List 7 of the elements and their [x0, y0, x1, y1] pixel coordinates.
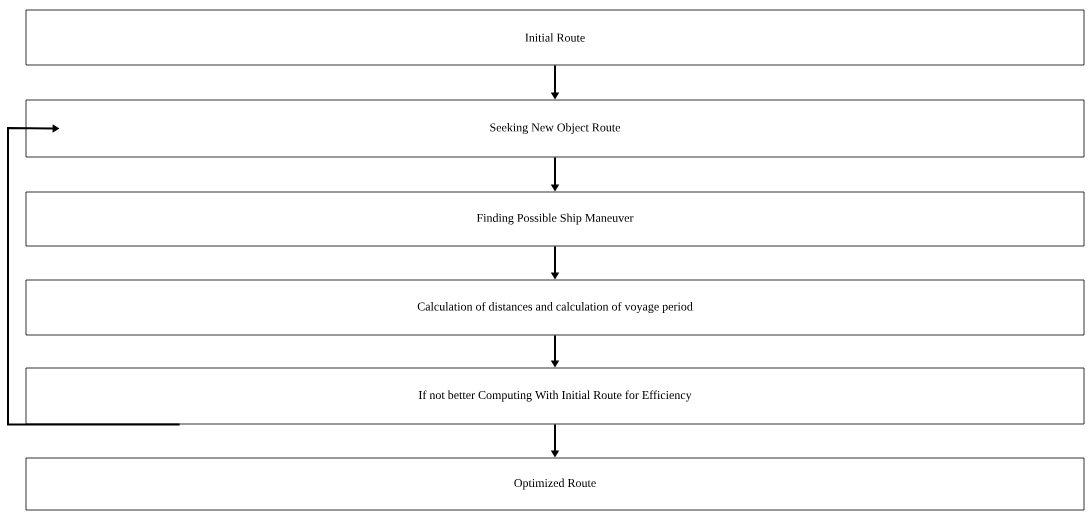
process-box: Optimized Route: [25, 457, 1085, 511]
process-box: Calculation of distances and calculation of voyage period: [25, 279, 1085, 336]
process-box: If not better Computing With Initial Route for Efficiency: [25, 367, 1085, 425]
process-box: Seeking New Object Route: [25, 99, 1085, 158]
process-box: Initial Route: [25, 9, 1085, 66]
arrow: [7, 124, 181, 426]
process-box: Finding Possible Ship Maneuver: [25, 191, 1085, 247]
